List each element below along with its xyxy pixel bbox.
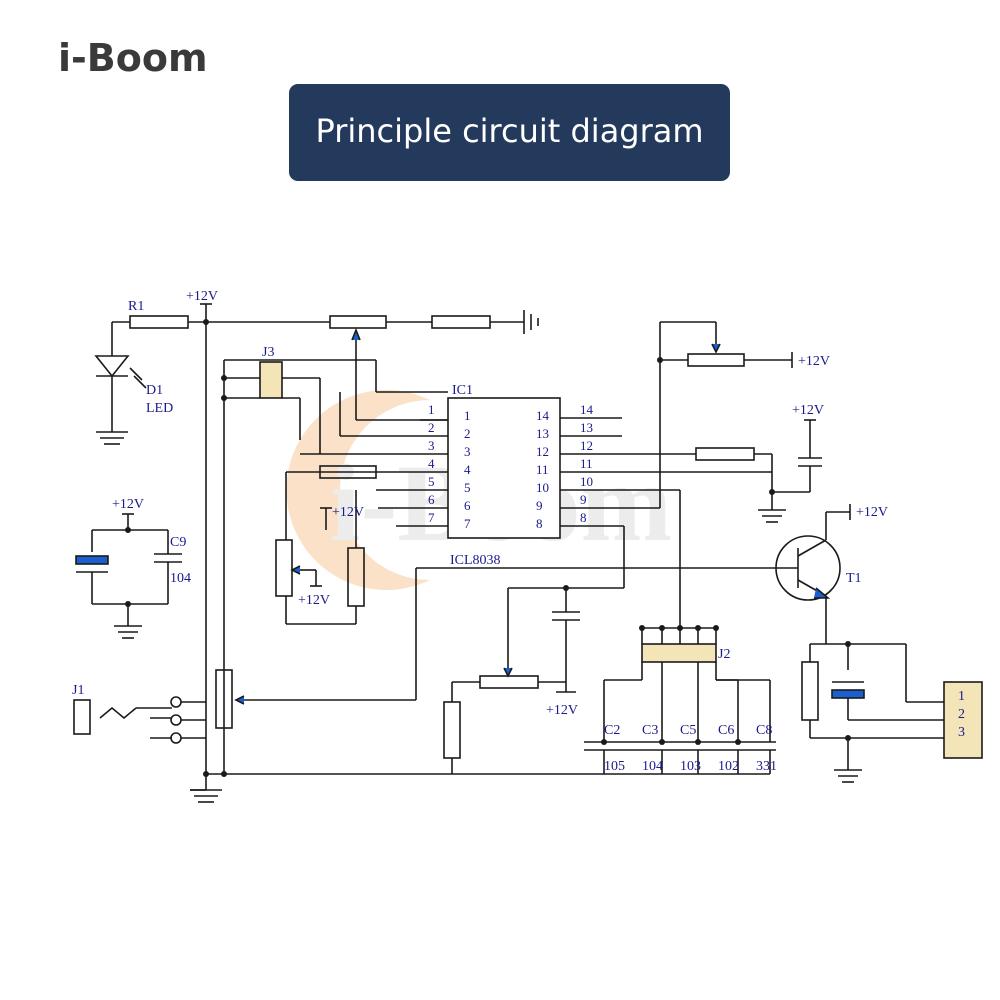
vcc-c9-label: +12V	[112, 497, 144, 512]
pin-left-inner-7: 7	[464, 516, 471, 531]
c2-value: 105	[604, 759, 625, 774]
output-pin-2: 2	[958, 707, 965, 722]
c9-label: C9	[170, 535, 186, 550]
pin-left-outer-7: 7	[428, 510, 435, 525]
r1-label: R1	[128, 299, 144, 314]
pin-right-inner-11: 11	[536, 462, 549, 477]
c2-label: C2	[604, 723, 620, 738]
vcc-pot-label: +12V	[298, 593, 330, 608]
vcc-pin6-label: +12V	[332, 505, 364, 520]
pin-left-outer-1: 1	[428, 402, 435, 417]
pin-right-inner-9: 9	[536, 498, 543, 513]
vcc-pot2-label: +12V	[546, 703, 578, 718]
pin-right-inner-10: 10	[536, 480, 549, 495]
pin-right-inner-8: 8	[536, 516, 543, 531]
ic-part-label: ICL8038	[450, 553, 501, 568]
pin-right-outer-8: 8	[580, 510, 587, 525]
pin-left-outer-2: 2	[428, 420, 435, 435]
ic-pins-left-outer: 1 2 3 4 5 6 7	[428, 402, 435, 525]
d1-label: D1	[146, 383, 163, 398]
j1-label: J1	[72, 683, 84, 698]
vcc-right2-label: +12V	[792, 403, 824, 418]
j2-label: J2	[718, 647, 730, 662]
pin-right-outer-14: 14	[580, 402, 594, 417]
pin-right-outer-12: 12	[580, 438, 593, 453]
pin-left-inner-1: 1	[464, 408, 471, 423]
component-labels: R1 +12V J3 D1 LED IC1 ICL8038 +12V +12V …	[72, 289, 888, 774]
pin-right-outer-13: 13	[580, 420, 593, 435]
c8-value: 331	[756, 759, 777, 774]
ic-pins-left-inner: 1 2 3 4 5 6 7	[464, 408, 471, 531]
ic1-label: IC1	[452, 383, 473, 398]
page-title: Principle circuit diagram	[315, 112, 704, 150]
vcc-top-label: +12V	[186, 289, 218, 304]
pin-right-inner-14: 14	[536, 408, 550, 423]
pin-left-outer-5: 5	[428, 474, 435, 489]
led-label: LED	[146, 401, 173, 416]
ic-pins-right-outer: 14 13 12 11 10 9 8	[580, 402, 594, 525]
c3-value: 104	[642, 759, 663, 774]
j3-label: J3	[262, 345, 274, 360]
c5-value: 103	[680, 759, 701, 774]
pin-right-outer-10: 10	[580, 474, 593, 489]
ic-pins-right-inner: 14 13 12 11 10 9 8	[536, 408, 550, 531]
vcc-t1-label: +12V	[856, 505, 888, 520]
c9-value: 104	[170, 571, 191, 586]
c5-label: C5	[680, 723, 696, 738]
t1-label: T1	[846, 571, 862, 586]
pin-left-inner-2: 2	[464, 426, 471, 441]
c6-label: C6	[718, 723, 734, 738]
pin-left-outer-3: 3	[428, 438, 435, 453]
c3-label: C3	[642, 723, 658, 738]
vcc-right-label: +12V	[798, 354, 830, 369]
c8-label: C8	[756, 723, 772, 738]
pin-left-inner-4: 4	[464, 462, 471, 477]
pin-right-inner-12: 12	[536, 444, 549, 459]
output-connector-pins: 1 2 3	[958, 689, 965, 740]
pin-right-outer-9: 9	[580, 492, 587, 507]
pin-right-outer-11: 11	[580, 456, 593, 471]
c6-value: 102	[718, 759, 739, 774]
pin-left-outer-6: 6	[428, 492, 435, 507]
junction-dots	[125, 319, 851, 777]
pin-left-inner-5: 5	[464, 480, 471, 495]
logo-text: i-Boom	[58, 36, 208, 80]
pin-left-inner-3: 3	[464, 444, 471, 459]
pin-right-inner-13: 13	[536, 426, 549, 441]
output-pin-3: 3	[958, 725, 965, 740]
pin-left-outer-4: 4	[428, 456, 435, 471]
output-pin-1: 1	[958, 689, 965, 704]
pin-left-inner-6: 6	[464, 498, 471, 513]
title-banner: Principle circuit diagram	[289, 84, 730, 181]
